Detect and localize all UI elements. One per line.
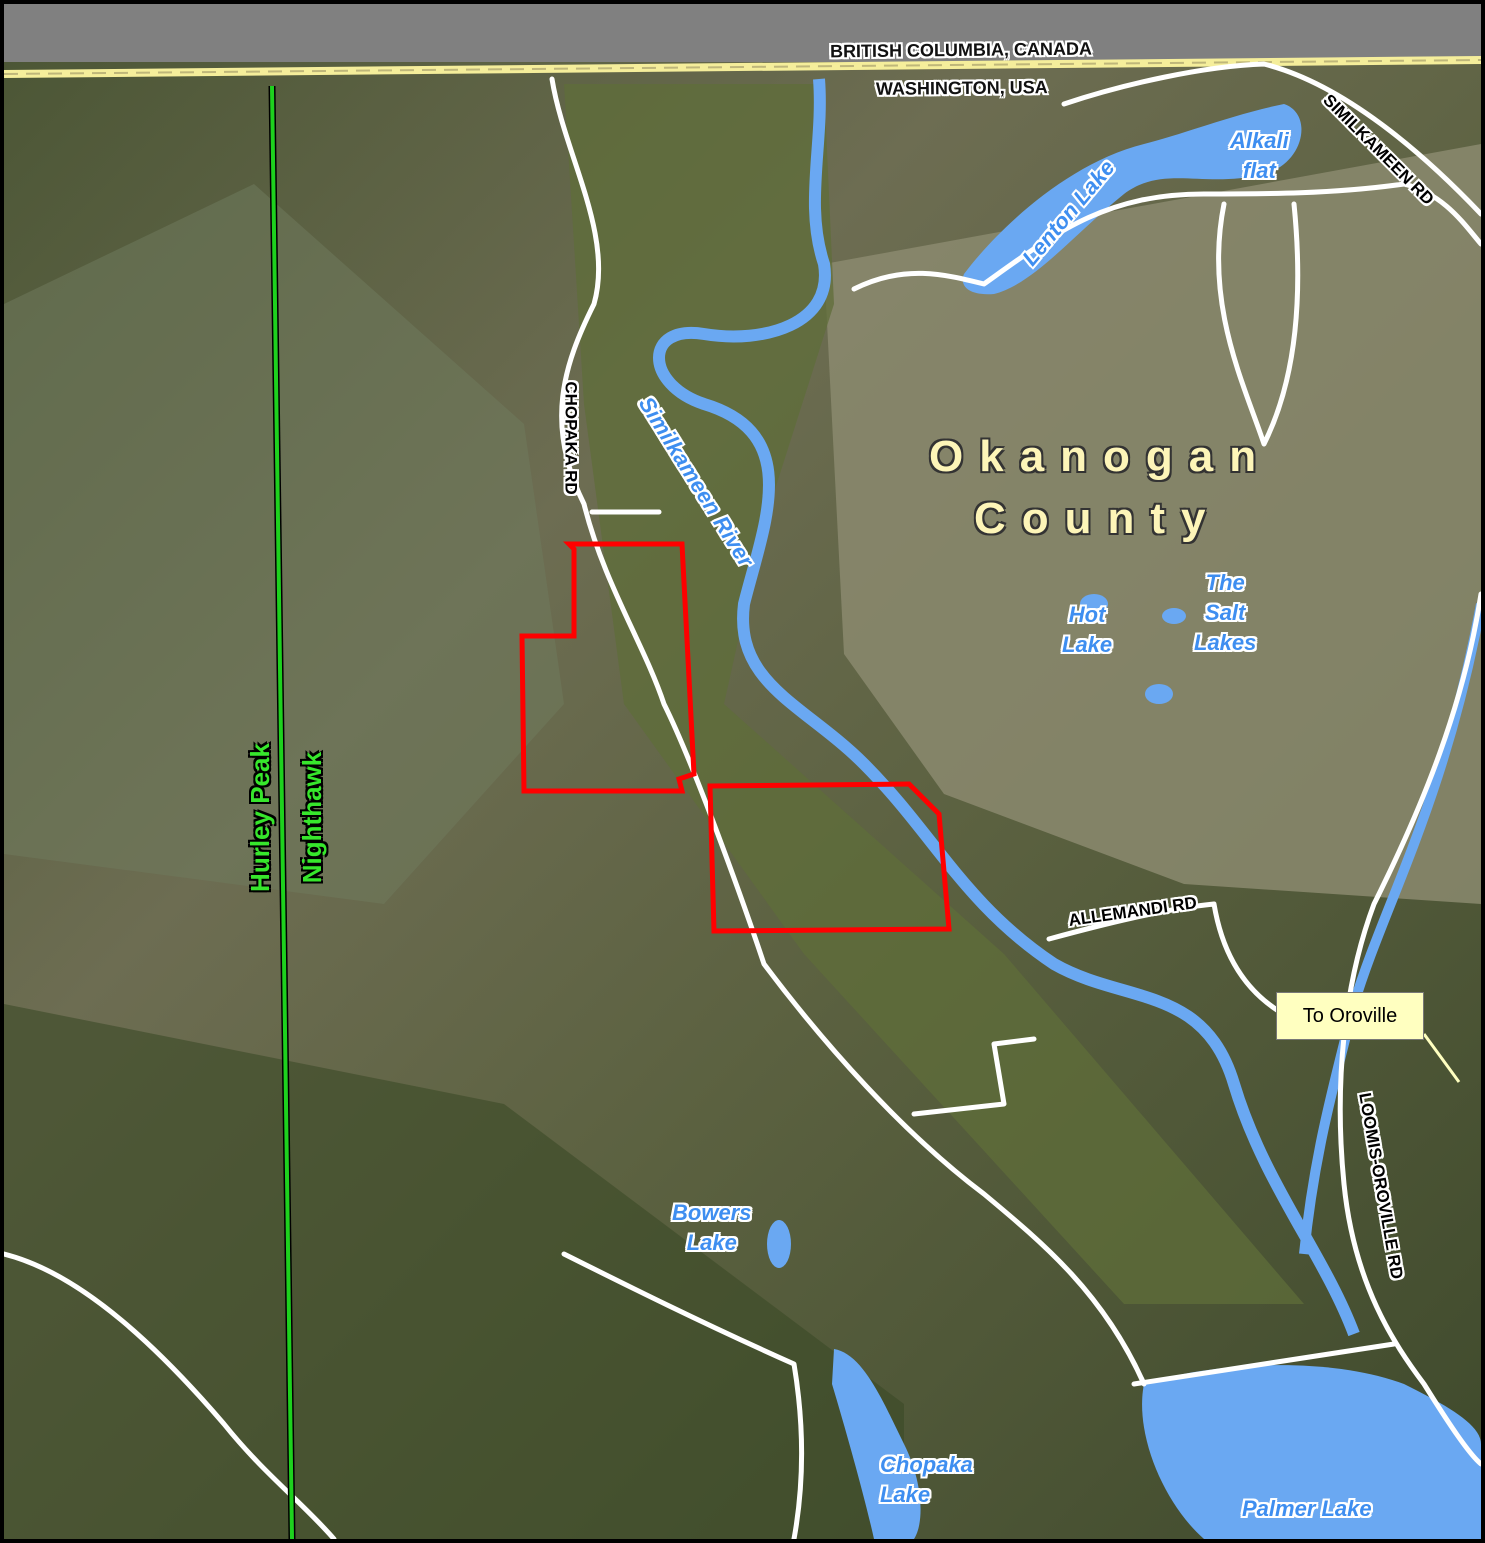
property-parcel-south <box>707 781 952 934</box>
terrain-west-slopes <box>4 184 564 904</box>
palmer-lake-label: Palmer Lake <box>1242 1496 1372 1521</box>
canada-area <box>4 4 1481 62</box>
county-label-line1: Okanogan <box>929 432 1273 481</box>
chopaka-lake-label-line1: Chopaka <box>880 1452 973 1477</box>
satellite-map <box>4 4 1481 1539</box>
chopaka-lake-label: Chopaka Lake <box>880 1450 973 1510</box>
palmer-lake-road <box>1131 1341 1397 1387</box>
bowers-lake <box>767 1220 791 1268</box>
roads <box>4 61 1481 1539</box>
loomis-oroville-road <box>1337 591 1481 1467</box>
lenton-lake <box>962 104 1302 295</box>
salt-lakes-label: The Salt Lakes <box>1194 568 1256 658</box>
hot-lake <box>1080 594 1108 614</box>
farm-road <box>911 1036 1037 1117</box>
water-features <box>653 78 1481 1539</box>
hot-lake-label-line2: Lake <box>1062 632 1113 657</box>
salt-lake-2 <box>1145 684 1173 704</box>
county-label-line2: County <box>974 494 1222 543</box>
east-ranch-road <box>1216 201 1301 447</box>
similkameen-river <box>653 78 1360 1337</box>
usa-label: WASHINGTON, USA <box>875 77 1048 99</box>
salt-lake-1 <box>1162 608 1186 624</box>
chopaka-road-label: CHOPAKA RD <box>561 381 581 495</box>
wilderness-label-east: Nighthawk <box>297 751 328 884</box>
hot-lake-label-line1: Hot <box>1068 602 1106 627</box>
salt-lakes-label-line2: Salt <box>1205 600 1246 625</box>
property-parcel-north <box>519 541 697 794</box>
alkali-flat-label-line1: Alkali <box>1230 128 1289 153</box>
alkali-flat-label-line2: flat <box>1242 158 1276 183</box>
canada-label: BRITISH COLUMBIA, CANADA <box>829 38 1093 62</box>
salt-lakes-label-line3: Lakes <box>1194 630 1257 655</box>
bowers-lake-label: Bowers Lake <box>672 1198 751 1258</box>
similkameen-road <box>851 181 1481 292</box>
east-stream <box>1299 603 1481 1255</box>
chopaka-road <box>549 76 1147 1387</box>
chopaka-lake <box>832 1349 921 1539</box>
palmer-lake <box>1142 1365 1481 1539</box>
south-road <box>561 1251 804 1539</box>
similkameen-road-north <box>1061 61 1481 217</box>
valley-floor <box>564 84 1304 1304</box>
wilderness-label-west: Hurley Peak <box>244 743 275 892</box>
chopaka-lake-label-line2: Lake <box>880 1482 931 1507</box>
hot-lake-label: Hot Lake <box>1062 600 1112 660</box>
property-boundaries <box>519 541 952 934</box>
callout-leader <box>1422 1033 1461 1083</box>
bowers-lake-label-line2: Lake <box>686 1230 737 1255</box>
allemandi-road <box>1046 901 1307 1027</box>
salt-lakes-label-line1: The <box>1205 570 1245 595</box>
alkali-flat-label: Alkali flat <box>1230 126 1289 186</box>
bowers-lake-label-line1: Bowers <box>672 1200 752 1225</box>
terrain-southwest-forest <box>4 1004 904 1539</box>
oroville-callout: To Oroville <box>1276 992 1424 1040</box>
terrain-highlands-east <box>824 144 1481 904</box>
wilderness-boundary-fill <box>270 85 294 1539</box>
southwest-road <box>4 1251 337 1539</box>
international-border-dash <box>4 59 1481 75</box>
